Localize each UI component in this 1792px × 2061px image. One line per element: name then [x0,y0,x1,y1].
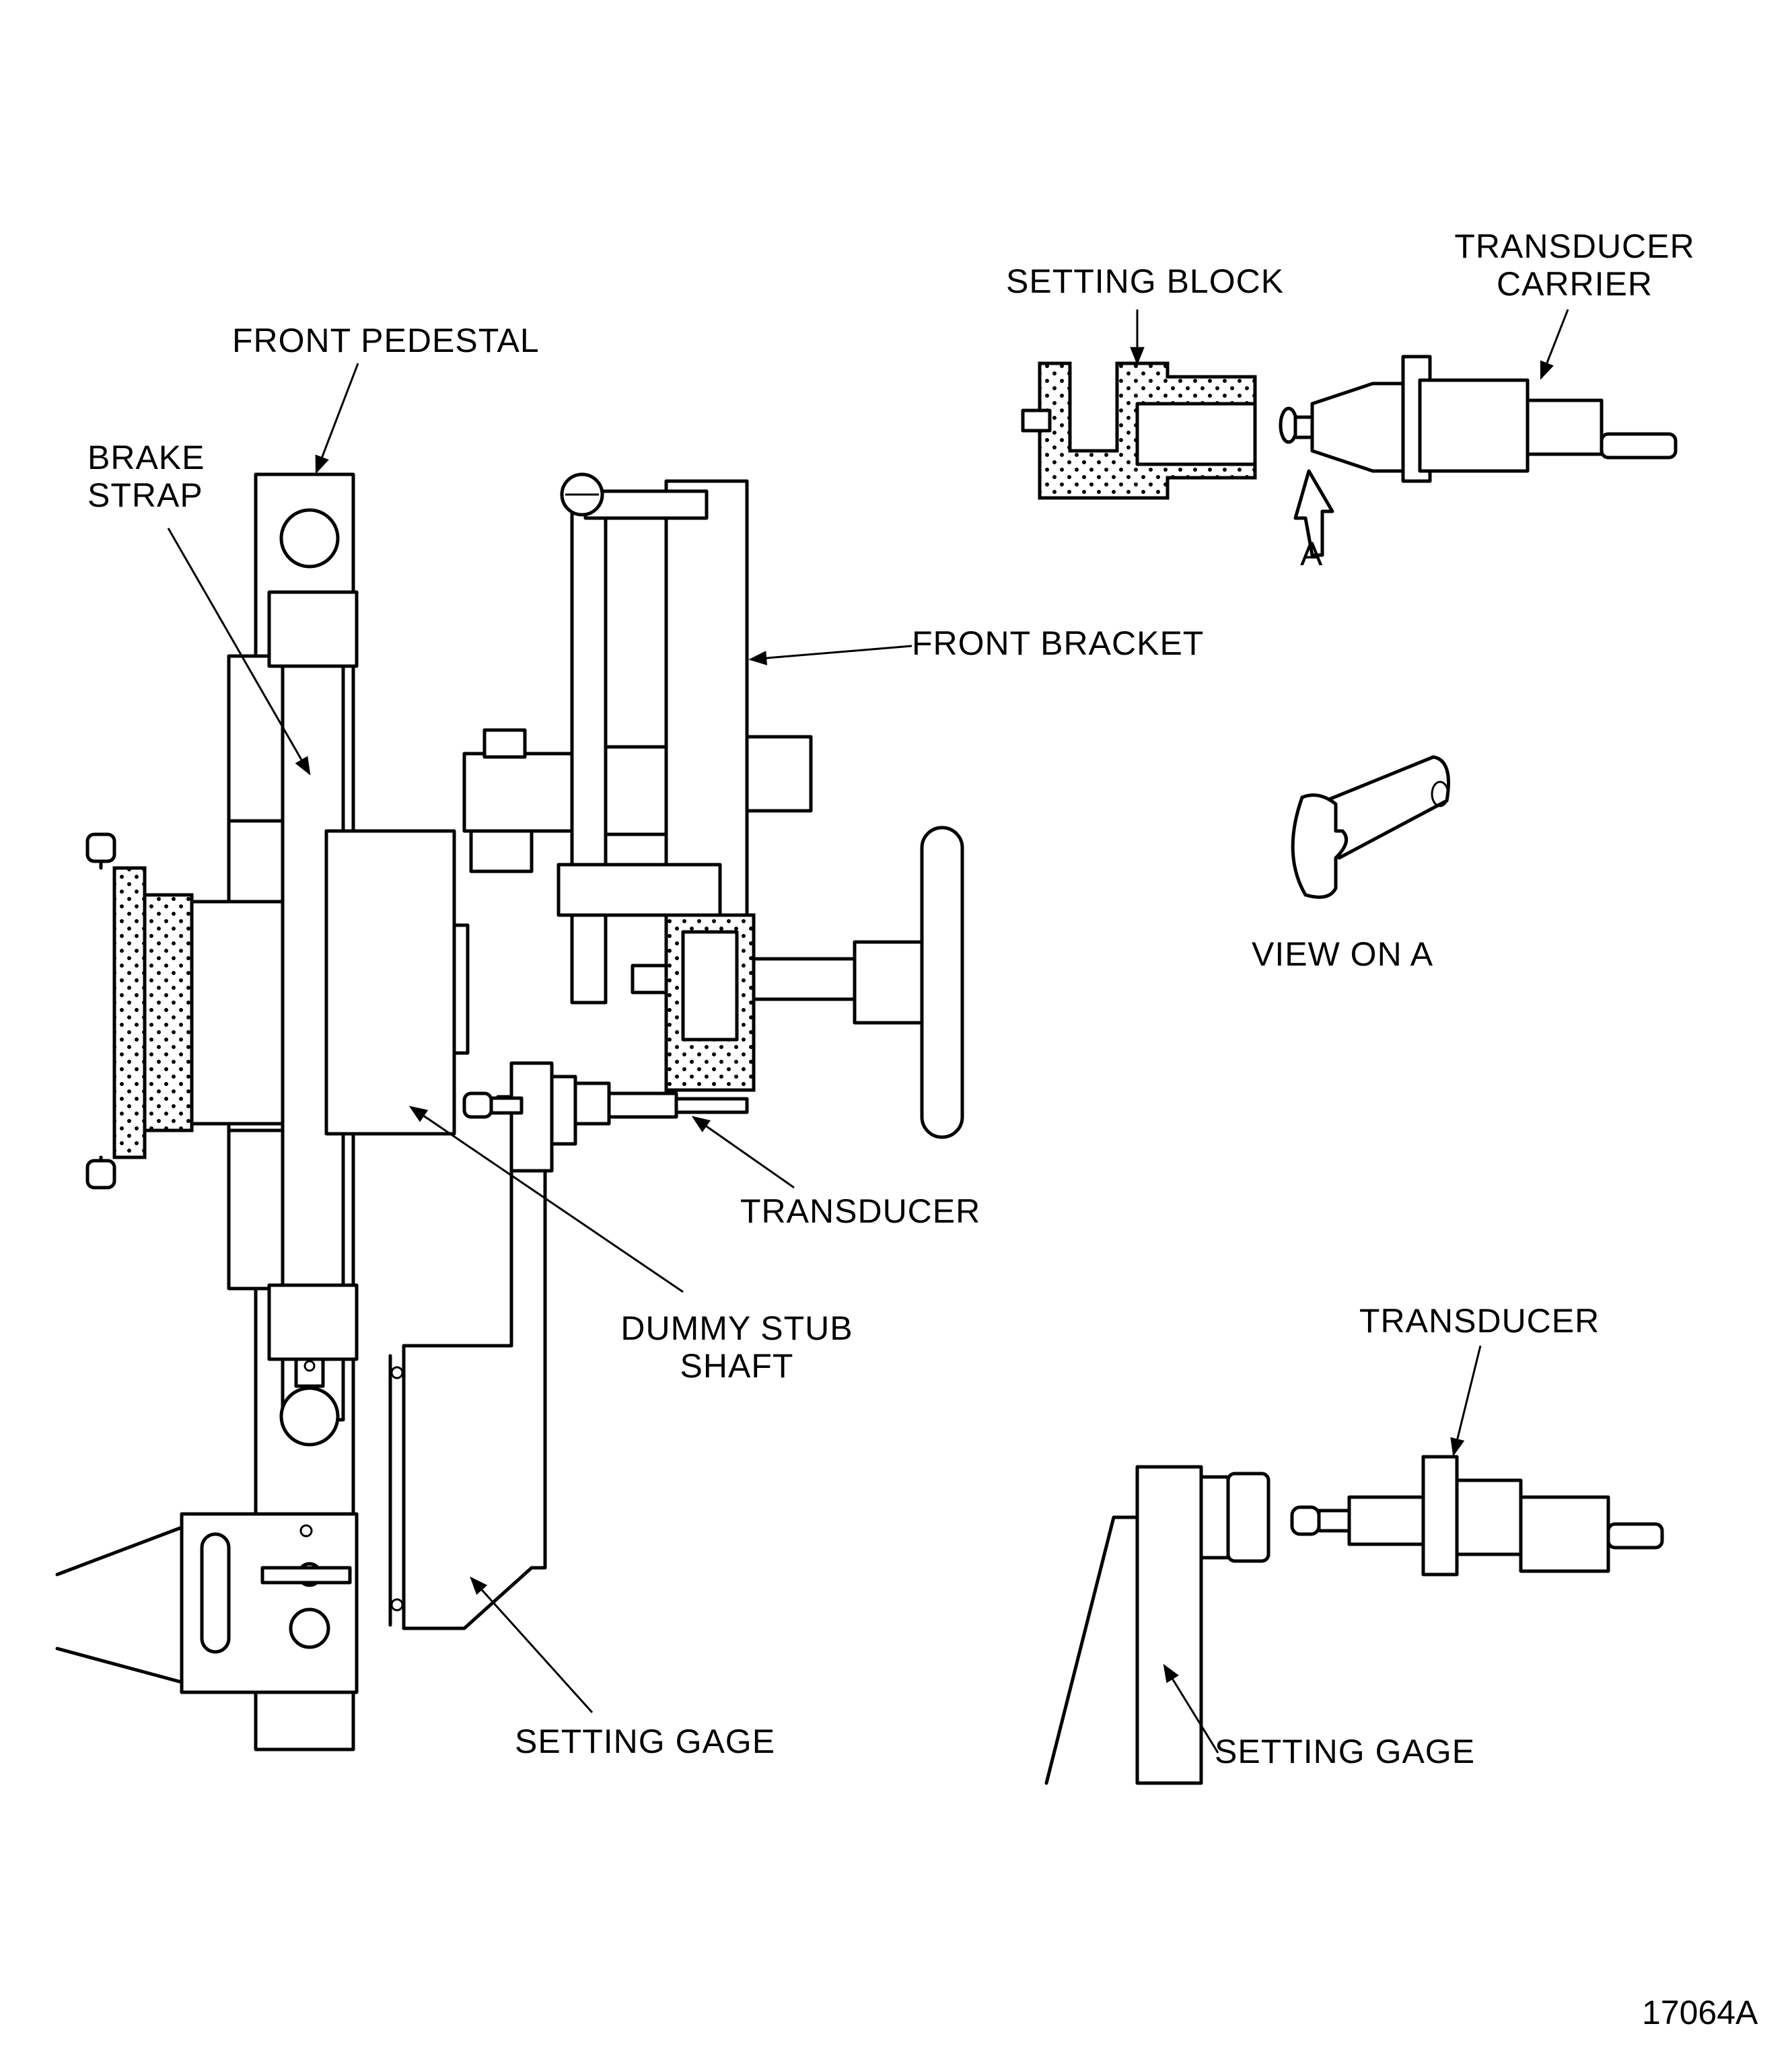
label-dummy-stub-shaft-line2: SHAFT [680,1347,794,1385]
label-brake-strap: BRAKE STRAP [87,439,205,514]
setting-block-detail [1021,361,1257,500]
label-brake-strap-line1: BRAKE [87,439,205,476]
label-arrow-a: A [1300,535,1324,573]
figure-number: 17064A [1642,1994,1758,2031]
transducer-detail [1290,1345,1664,1577]
label-setting-block: SETTING BLOCK [1006,262,1285,300]
view-a-arrow [1293,469,1334,557]
label-view-on-a: VIEW ON A [1252,935,1434,973]
label-front-bracket: FRONT BRACKET [912,624,1205,662]
transducer-main [462,1081,749,1126]
leader-lines [167,363,912,1714]
adjuster-screw [631,826,964,1139]
label-setting-gage-detail: SETTING GAGE [1215,1733,1476,1770]
label-dummy-stub-shaft-line1: DUMMY STUB [620,1309,853,1347]
label-transducer-carrier-line2: CARRIER [1496,265,1653,303]
setting-gage-detail [1044,1465,1270,1785]
label-transducer-carrier: TRANSDUCER CARRIER [1433,227,1716,303]
base-clamp [55,1512,359,1694]
label-brake-strap-line2: STRAP [87,476,203,514]
label-transducer-detail: TRANSDUCER [1359,1302,1600,1340]
setting-gage-main [388,1061,577,1630]
label-setting-gage-main: SETTING GAGE [515,1723,776,1760]
label-transducer-carrier-line1: TRANSDUCER [1454,227,1695,265]
view-on-a-detail [1291,755,1450,899]
transducer-carrier-detail [1130,309,1678,483]
label-transducer-main: TRANSDUCER [740,1192,981,1230]
label-front-pedestal: FRONT PEDESTAL [232,322,540,359]
dummy-stub-shaft [324,829,470,1136]
shaft-flange [85,832,288,1190]
label-dummy-stub-shaft: DUMMY STUB SHAFT [602,1309,871,1385]
